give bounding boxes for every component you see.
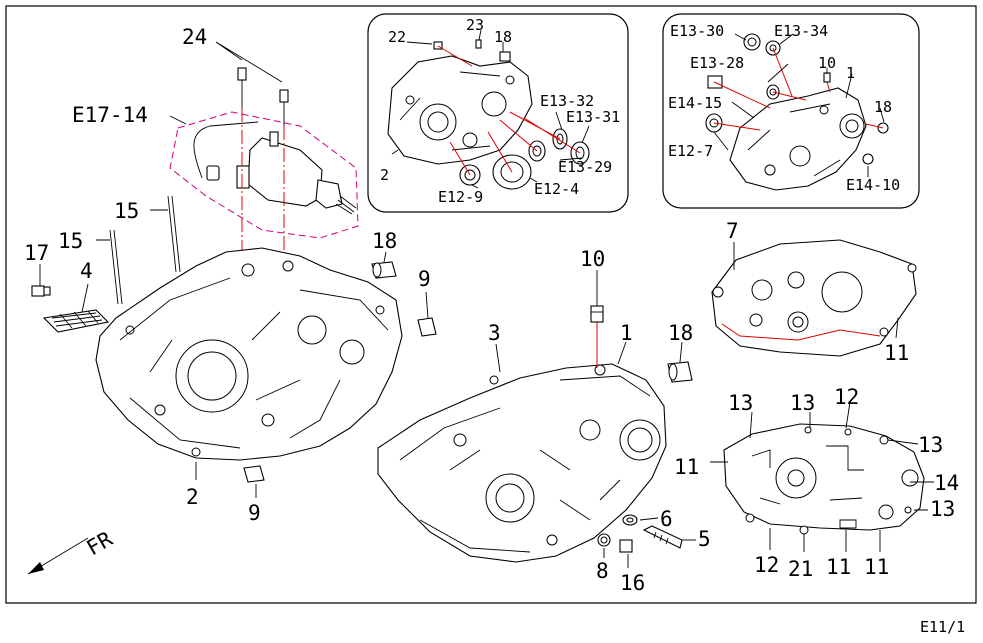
inset-left-callout-e13-29: E13-29: [558, 158, 612, 176]
callout-11-c: 11: [826, 555, 851, 579]
page-code: E11/1: [920, 618, 965, 636]
callout-e17-14: E17-14: [72, 103, 148, 127]
callout-10: 10: [580, 247, 605, 271]
callout-18-left: 18: [372, 229, 397, 253]
callout-6: 6: [660, 507, 673, 531]
callout-13-d: 13: [930, 497, 955, 521]
callout-14: 14: [934, 471, 959, 495]
callout-11-b: 11: [674, 455, 699, 479]
callout-11-d: 11: [864, 555, 889, 579]
callout-16: 16: [620, 571, 645, 595]
inset-left-callout-e13-32: E13-32: [540, 92, 594, 110]
inset-right-callout-1: 1: [846, 64, 855, 82]
inset-left-callout-2: 2: [380, 166, 389, 184]
callout-21: 21: [788, 557, 813, 581]
callout-18-right: 18: [668, 321, 693, 345]
callout-15-lower: 15: [58, 229, 83, 253]
inset-right-callout-10: 10: [818, 54, 836, 72]
callout-4: 4: [80, 259, 93, 283]
callout-13-a: 13: [728, 391, 753, 415]
callout-13-b: 13: [790, 391, 815, 415]
right-crankcase: [377, 270, 696, 568]
callout-9-upper: 9: [418, 267, 431, 291]
callout-7: 7: [726, 219, 739, 243]
inset-right-callout-e12-7: E12-7: [668, 142, 713, 160]
inset-left-callout-e13-31: E13-31: [566, 108, 620, 126]
starter-motor-group: [169, 41, 359, 270]
inset-right-callout-e14-10: E14-10: [846, 176, 900, 194]
callout-11-gasket: 11: [884, 341, 909, 365]
callout-24: 24: [182, 25, 207, 49]
inset-right-callout-e13-30: E13-30: [670, 22, 724, 40]
callout-5: 5: [698, 527, 711, 551]
callout-12-a: 12: [834, 385, 859, 409]
gasket-7: [711, 239, 917, 357]
inset-right-panel: [662, 13, 920, 209]
inset-left-callout-18: 18: [494, 28, 512, 46]
callout-1: 1: [620, 321, 633, 345]
inset-left-callout-22: 22: [388, 28, 406, 46]
inset-right-callout-e13-28: E13-28: [690, 54, 744, 72]
left-crankcase: [27, 195, 437, 575]
callout-9-lower: 9: [248, 501, 261, 525]
inset-left-callout-e12-9: E12-9: [438, 188, 483, 206]
callout-15-upper: 15: [114, 199, 139, 223]
inset-left-panel: [367, 13, 629, 213]
callout-8: 8: [596, 559, 609, 583]
callout-17: 17: [24, 241, 49, 265]
inset-right-callout-e13-34: E13-34: [774, 22, 828, 40]
callout-13-c: 13: [918, 433, 943, 457]
callout-3: 3: [488, 321, 501, 345]
inset-left-callout-e12-4: E12-4: [534, 180, 579, 198]
diagram-frame: [5, 5, 977, 604]
inset-left-callout-23: 23: [466, 16, 484, 34]
direction-fr-label: FR: [83, 527, 117, 561]
inset-right-callout-e14-15: E14-15: [668, 94, 722, 112]
inset-right-callout-18: 18: [874, 98, 892, 116]
callout-labels: 24 E17-14 15 15 17 4 18 9 2 9 10 3 1 18 …: [24, 16, 959, 595]
crankcase-cover-plate: [710, 401, 934, 552]
callout-2: 2: [186, 485, 199, 509]
callout-12-b: 12: [754, 553, 779, 577]
